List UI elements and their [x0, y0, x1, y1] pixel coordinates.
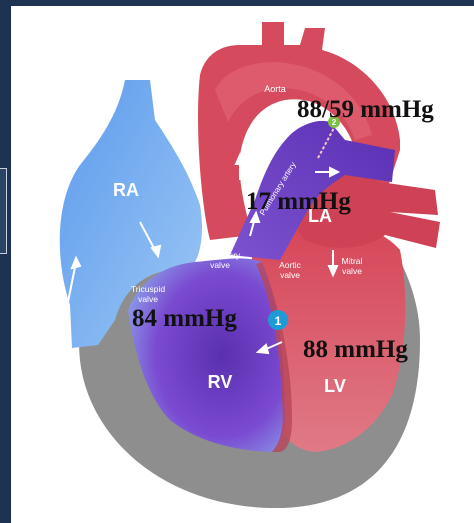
pressure-pulmonary: 17 mmHg [246, 188, 351, 215]
side-panel-tab [0, 168, 7, 254]
label-tricuspid-valve-2: valve [138, 294, 158, 304]
label-pulmonary-valve-1: Pulmonary [200, 250, 241, 260]
heart-diagram-canvas: RA RV LV LA Aorta Pulmonary artery Tricu… [11, 6, 474, 523]
label-mitral-valve-2: valve [342, 266, 362, 276]
label-pulmonary-valve-2: valve [210, 260, 230, 270]
pressure-lv: 88 mmHg [303, 336, 408, 363]
marker-1-number: 1 [275, 314, 282, 328]
pressure-rv: 84 mmHg [132, 305, 237, 332]
label-aortic-valve-2: valve [280, 270, 300, 280]
label-rv: RV [208, 372, 233, 392]
label-tricuspid-valve-1: Tricuspid [131, 284, 165, 294]
label-aortic-valve-1: Aortic [279, 260, 301, 270]
label-mitral-valve-1: Mitral [342, 256, 363, 266]
label-ra: RA [113, 180, 139, 200]
label-aorta: Aorta [264, 84, 286, 94]
label-lv: LV [324, 376, 346, 396]
heart-diagram: RA RV LV LA Aorta Pulmonary artery Tricu… [11, 6, 474, 523]
pressure-aorta: 88/59 mmHg [297, 96, 434, 123]
